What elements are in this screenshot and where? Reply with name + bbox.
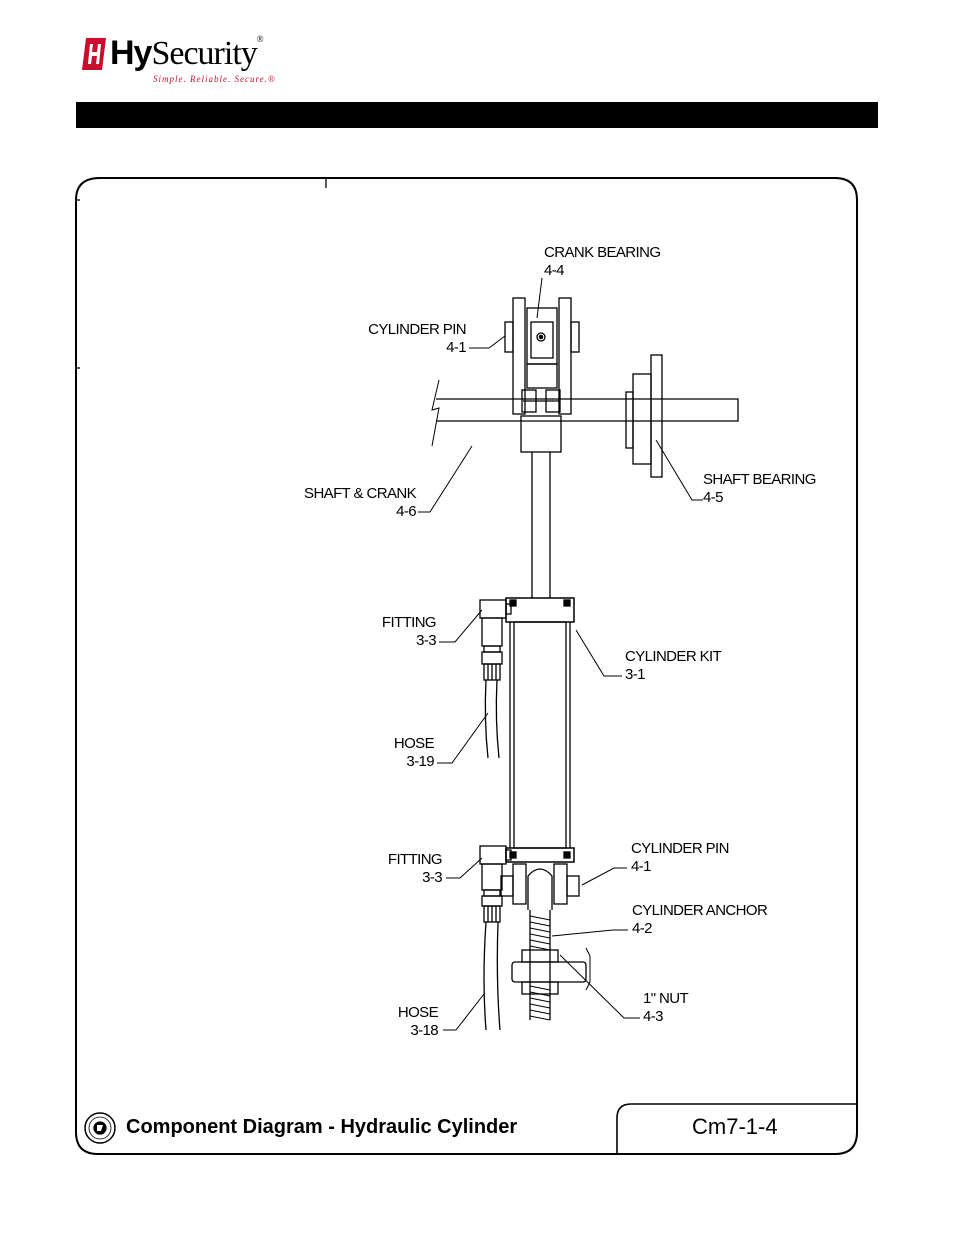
label-name: CYLINDER KIT (625, 648, 722, 665)
crank-hub (520, 415, 562, 453)
leader-hose-top (437, 712, 489, 764)
anchor-plate (511, 961, 587, 983)
label-ref: 3-3 (416, 632, 436, 649)
logo-registered: ® (256, 34, 264, 44)
diagram-caption: Component Diagram - Hydraulic Cylinder (126, 1116, 518, 1138)
label-nut: 1" NUT 4-3 (643, 990, 689, 1026)
shaft-break (431, 379, 440, 447)
label-name: CYLINDER ANCHOR (632, 902, 768, 919)
label-cylinder-anchor: CYLINDER ANCHOR 4-2 (632, 902, 768, 938)
label-ref: 3-18 (410, 1022, 438, 1039)
label-ref: 4-5 (703, 489, 723, 506)
leader-cylinder-kit (575, 629, 622, 677)
leader-cylinder-pin-bottom (581, 867, 627, 886)
hysecurity-seal-icon (84, 1112, 116, 1144)
fitting-bottom-body (481, 863, 503, 891)
crank-bearing-pin (536, 332, 546, 342)
shaft-bearing-plate (632, 373, 652, 465)
label-hose-bottom: HOSE 3-18 (374, 1004, 439, 1040)
leader-fitting-top (439, 609, 483, 643)
diagram-code: Cm7-1-4 (692, 1114, 778, 1139)
pin-head-left (504, 321, 514, 353)
cylinder-barrel (513, 621, 567, 849)
label-cylinder-pin-bottom: CYLINDER PIN 4-1 (631, 840, 729, 876)
shaft-bearing-flange (650, 354, 663, 478)
bottom-pin-head-right (566, 875, 580, 897)
leader-fitting-bottom (446, 857, 483, 879)
label-ref: 3-1 (625, 666, 645, 683)
crank-bearing-inner (530, 321, 554, 359)
label-name: SHAFT BEARING (703, 471, 816, 488)
leader-cylinder-anchor (551, 929, 628, 937)
clevis-left-arm (512, 297, 526, 415)
leader-nut (559, 954, 640, 1019)
leader-lines (418, 277, 703, 1031)
nut-lower (521, 981, 559, 995)
label-cylinder-pin-top: CYLINDER PIN 4-1 (366, 321, 466, 357)
label-name: CYLINDER PIN (368, 321, 466, 338)
bottom-clevis-right (553, 863, 568, 905)
nut-dimension-tick (585, 947, 591, 991)
fitting-bottom-elbow (479, 845, 507, 865)
hose-bottom (483, 921, 501, 1031)
label-shaft-bearing: SHAFT BEARING 4-5 (703, 471, 816, 507)
label-ref: 4-1 (446, 339, 466, 356)
logo-wordmark: HySecurity® (110, 34, 264, 73)
label-ref: 4-6 (396, 503, 416, 520)
label-ref: 4-3 (643, 1008, 663, 1025)
nut-upper (521, 949, 559, 963)
label-shaft-crank: SHAFT & CRANK 4-6 (290, 485, 417, 521)
label-ref: 4-4 (544, 262, 564, 279)
leader-hose-bottom (443, 993, 485, 1031)
label-name: HOSE (397, 1004, 439, 1021)
label-ref: 4-1 (631, 858, 651, 875)
label-name: SHAFT & CRANK (304, 485, 417, 502)
label-name: 1" NUT (643, 990, 689, 1007)
label-crank-bearing: CRANK BEARING 4-4 (544, 244, 661, 280)
label-name: HOSE (393, 735, 435, 752)
label-name: FITTING (387, 851, 443, 868)
fitting-top-elbow (479, 599, 507, 619)
hysecurity-logo: HySecurity® Simple. Reliable. Secure.® (80, 34, 290, 90)
cylinder-anchor-eye (527, 868, 553, 910)
logo-security: Security (151, 35, 257, 72)
leader-shaft-bearing (655, 439, 703, 501)
rod-end-block (526, 363, 558, 389)
label-ref: 3-3 (422, 869, 442, 886)
label-fitting-top: FITTING 3-3 (370, 614, 437, 650)
bottom-clevis-left (512, 863, 527, 905)
leader-cylinder-pin-top (469, 335, 506, 349)
anchor-thread (529, 915, 551, 1021)
label-hose-top: HOSE 3-19 (370, 735, 435, 771)
label-ref: 4-2 (632, 920, 652, 937)
shaft (436, 398, 739, 422)
leader-shaft-crank (418, 445, 473, 513)
hysecurity-mark-icon (82, 38, 106, 70)
label-cylinder-kit: CYLINDER KIT 3-1 (625, 648, 722, 684)
label-name: FITTING (381, 614, 437, 631)
logo-tagline: Simple. Reliable. Secure.® (153, 74, 276, 84)
label-fitting-bottom: FITTING 3-3 (376, 851, 443, 887)
label-ref: 3-19 (406, 753, 434, 770)
clevis-right-arm (558, 297, 572, 415)
logo-hy: Hy (110, 34, 152, 72)
diagram-frame (75, 177, 858, 1155)
title-block-divider (616, 1103, 857, 1154)
hose-top (484, 679, 500, 759)
label-name: CRANK BEARING (544, 244, 661, 261)
leader-crank-bearing (536, 277, 543, 319)
bottom-pin-head-left (500, 875, 514, 897)
fitting-top-body (481, 617, 503, 647)
pin-head-right (570, 321, 580, 353)
label-name: CYLINDER PIN (631, 840, 729, 857)
shaft-bearing-collar (625, 391, 634, 449)
header-bar (76, 102, 878, 128)
